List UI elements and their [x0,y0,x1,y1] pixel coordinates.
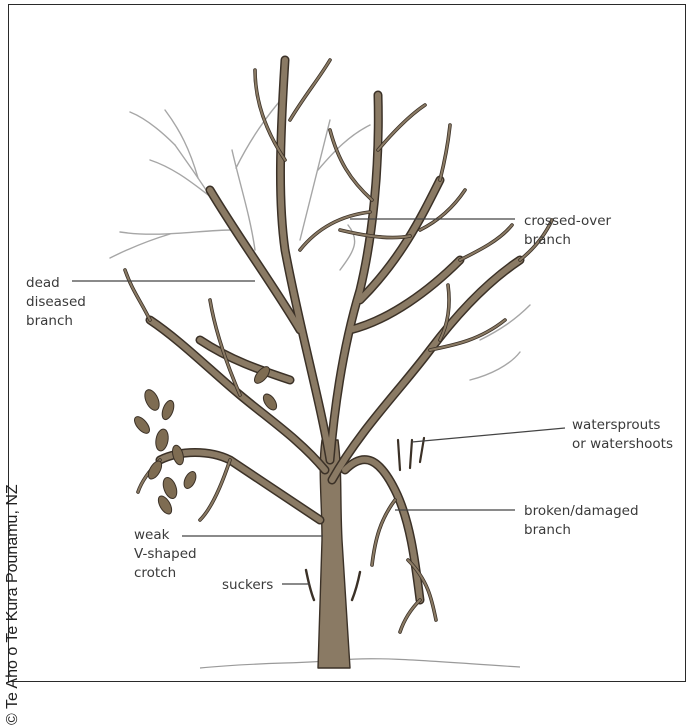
tree-limbs [123,55,554,634]
label-suckers: suckers [222,577,274,593]
dead-leaves [134,366,278,515]
leader-watersprouts [411,427,566,443]
leader-lines [72,218,566,585]
dead-branches [109,94,531,381]
label-crossed-over-branch: crossed-over branch [524,213,612,248]
label-weak-v-shaped-crotch: weak V-shaped crotch [134,527,197,581]
tree-branches [317,439,351,669]
tree-illustration [72,55,566,669]
label-watersprouts: watersprouts or watershoots [572,417,673,452]
copyright-credit: © Te Aho o Te Kura Pounamu, NZ [4,484,21,725]
trunk [317,439,351,669]
label-dead-diseased-branch: dead diseased branch [26,275,86,329]
ground-line [199,658,521,669]
figure-frame [8,4,686,682]
label-broken-damaged-branch: broken/damaged branch [524,503,639,538]
